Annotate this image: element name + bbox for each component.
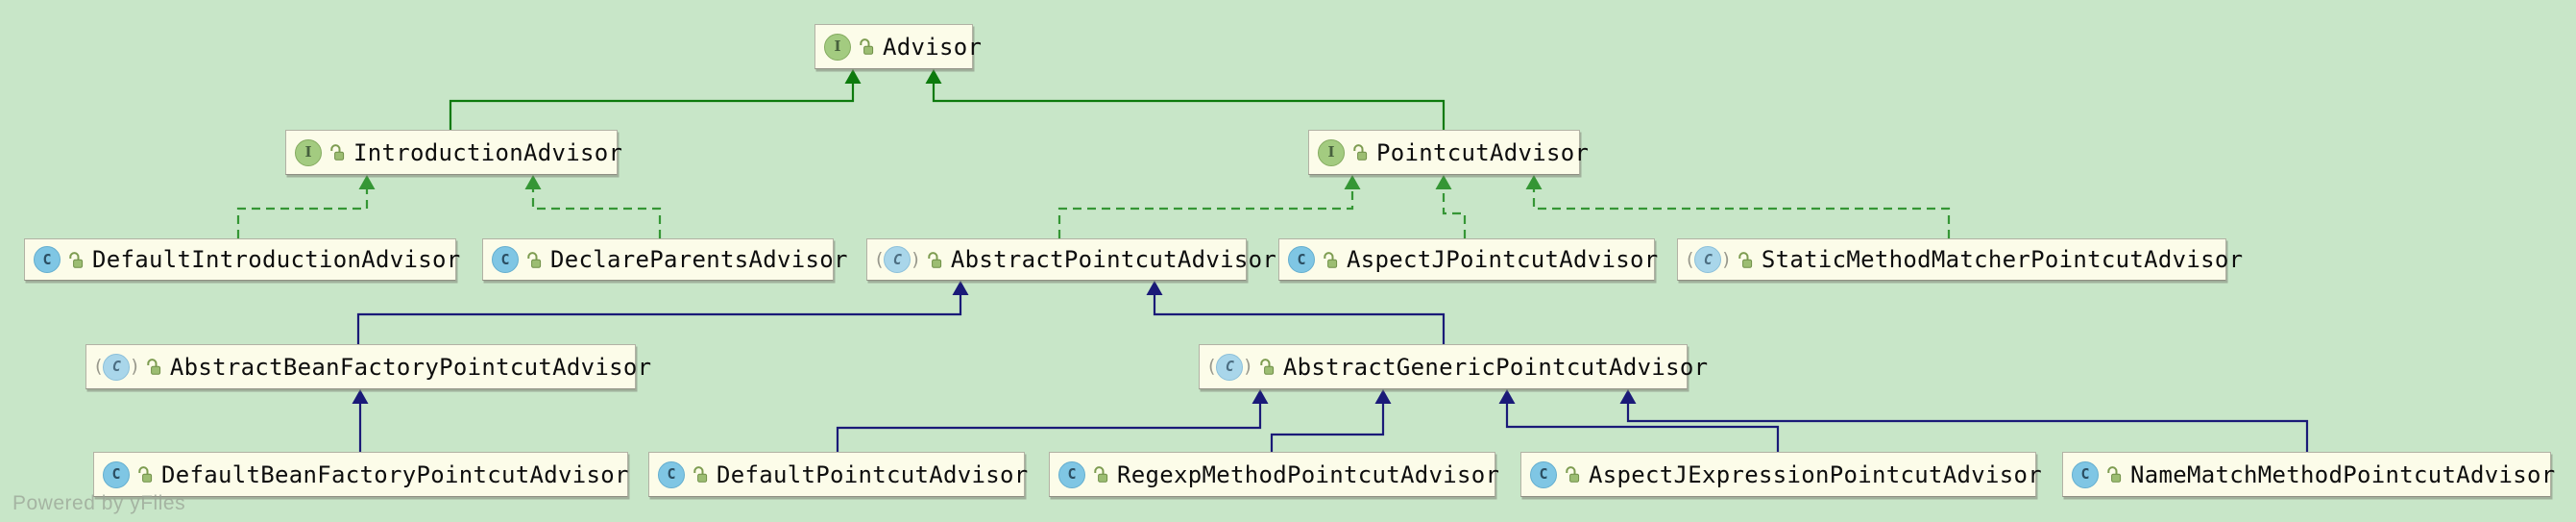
unlocked-icon xyxy=(147,359,160,375)
class-extends-edge xyxy=(1498,389,1780,452)
abstract-paren: ( xyxy=(1687,248,1694,270)
class-extends-edge xyxy=(1146,281,1446,344)
unlocked-icon xyxy=(693,466,708,483)
implements-edge xyxy=(1435,175,1467,238)
class-name-label: AspectJPointcutAdvisor xyxy=(1347,246,1659,273)
interface-icon: I xyxy=(1318,138,1345,166)
class-extends-edge xyxy=(356,281,969,344)
abstract-class-icon: C xyxy=(1216,353,1244,381)
class-icon: C xyxy=(2072,460,2099,488)
arrowhead-icon xyxy=(1252,389,1269,404)
class-name-label: AbstractGenericPointcutAdvisor xyxy=(1282,353,1709,381)
class-node-AbstractPointcutAdvisor[interactable]: (C) AbstractPointcutAdvisor xyxy=(866,238,1276,281)
class-name-label: RegexpMethodPointcutAdvisor xyxy=(1117,460,1500,488)
implements-edge xyxy=(1525,175,1951,238)
class-name-label: DeclareParentsAdvisor xyxy=(550,246,848,273)
unlocked-icon xyxy=(69,251,84,268)
arrowhead-icon xyxy=(1344,175,1361,189)
abstract-paren: ( xyxy=(1208,356,1216,377)
class-name-label: PointcutAdvisor xyxy=(1376,138,1590,166)
class-name-label: DefaultIntroductionAdvisor xyxy=(92,246,461,273)
class-extends-edge xyxy=(836,389,1269,452)
abstract-class-icon: C xyxy=(103,353,131,381)
class-node-AspectJExpressionPointcutAdvisor[interactable]: C AspectJExpressionPointcutAdvisor xyxy=(1520,452,2042,497)
class-name-label: DefaultPointcutAdvisor xyxy=(717,460,1029,488)
unlocked-icon xyxy=(1353,144,1368,161)
implements-edge xyxy=(524,175,662,238)
abstract-paren: ) xyxy=(1244,356,1252,377)
class-icon: C xyxy=(1288,246,1315,273)
unlocked-icon xyxy=(2107,466,2122,483)
unlocked-icon xyxy=(527,251,542,268)
abstract-paren: ) xyxy=(131,356,138,377)
class-name-label: DefaultBeanFactoryPointcutAdvisor xyxy=(161,460,629,488)
arrowhead-icon xyxy=(352,389,369,404)
class-icon: C xyxy=(1530,460,1557,488)
abstract-class-icon: C xyxy=(884,246,911,273)
arrowhead-icon xyxy=(1498,389,1516,404)
class-icon: C xyxy=(103,460,130,488)
class-icon: C xyxy=(492,246,519,273)
class-icon: C xyxy=(34,246,61,273)
arrowhead-icon xyxy=(844,69,862,84)
arrowhead-icon xyxy=(358,175,376,189)
class-extends-edge xyxy=(352,389,369,452)
class-name-label: AspectJExpressionPointcutAdvisor xyxy=(1589,460,2042,488)
class-node-AbstractBeanFactoryPointcutAdvisor[interactable]: (C) AbstractBeanFactoryPointcutAdvisor xyxy=(85,344,651,389)
arrowhead-icon xyxy=(952,281,969,295)
class-icon: C xyxy=(1058,460,1085,488)
class-extends-edge xyxy=(1619,389,2309,452)
class-node-DeclareParentsAdvisor[interactable]: C DeclareParentsAdvisor xyxy=(482,238,847,281)
arrowhead-icon xyxy=(1146,281,1163,295)
abstract-class-icon: C xyxy=(1694,246,1722,273)
class-node-DefaultPointcutAdvisor[interactable]: C DefaultPointcutAdvisor xyxy=(648,452,1029,497)
class-name-label: AbstractBeanFactoryPointcutAdvisor xyxy=(169,353,652,381)
unlocked-icon xyxy=(330,144,345,161)
unlocked-icon xyxy=(1260,359,1274,375)
arrowhead-icon xyxy=(1619,389,1637,404)
class-node-DefaultIntroductionAdvisor[interactable]: C DefaultIntroductionAdvisor xyxy=(24,238,460,281)
abstract-paren: ( xyxy=(95,356,103,377)
unlocked-icon xyxy=(928,251,941,268)
interface-icon: I xyxy=(295,138,322,166)
interface-node-IntroductionAdvisor[interactable]: I IntroductionAdvisor xyxy=(285,130,622,175)
class-extends-edge xyxy=(1270,389,1392,452)
class-name-label: NameMatchMethodPointcutAdvisor xyxy=(2130,460,2556,488)
class-name-label: StaticMethodMatcherPointcutAdvisor xyxy=(1761,246,2244,273)
interface-node-Advisor[interactable]: I Advisor xyxy=(814,24,982,69)
class-node-StaticMethodMatcherPointcutAdvisor[interactable]: (C) StaticMethodMatcherPointcutAdvisor xyxy=(1677,238,2243,281)
unlocked-icon xyxy=(1738,251,1752,268)
abstract-paren: ( xyxy=(876,248,884,270)
abstract-paren: ) xyxy=(1722,248,1730,270)
class-name-label: Advisor xyxy=(883,33,983,61)
interface-extends-edge xyxy=(925,69,1446,130)
class-node-AspectJPointcutAdvisor[interactable]: C AspectJPointcutAdvisor xyxy=(1278,238,1659,281)
class-node-NameMatchMethodPointcutAdvisor[interactable]: C NameMatchMethodPointcutAdvisor xyxy=(2062,452,2555,497)
arrowhead-icon xyxy=(1374,389,1392,404)
class-icon: C xyxy=(658,460,685,488)
class-node-DefaultBeanFactoryPointcutAdvisor[interactable]: C DefaultBeanFactoryPointcutAdvisor xyxy=(93,452,628,497)
unlocked-icon xyxy=(138,466,153,483)
class-name-label: IntroductionAdvisor xyxy=(353,138,623,166)
interface-node-PointcutAdvisor[interactable]: I PointcutAdvisor xyxy=(1308,130,1589,175)
yfiles-watermark: Powered by yFiles xyxy=(12,492,186,514)
arrowhead-icon xyxy=(1435,175,1452,189)
interface-icon: I xyxy=(824,33,851,61)
implements-edge xyxy=(1057,175,1361,238)
interface-extends-edge xyxy=(449,69,862,130)
arrowhead-icon xyxy=(925,69,942,84)
unlocked-icon xyxy=(1566,466,1580,483)
class-name-label: AbstractPointcutAdvisor xyxy=(950,246,1277,273)
arrowhead-icon xyxy=(1525,175,1543,189)
arrowhead-icon xyxy=(524,175,542,189)
implements-edge xyxy=(236,175,376,238)
unlocked-icon xyxy=(1324,251,1338,268)
abstract-paren: ) xyxy=(911,248,919,270)
unlocked-icon xyxy=(1094,466,1108,483)
class-node-RegexpMethodPointcutAdvisor[interactable]: C RegexpMethodPointcutAdvisor xyxy=(1049,452,1499,497)
unlocked-icon xyxy=(860,38,874,55)
class-node-AbstractGenericPointcutAdvisor[interactable]: (C) AbstractGenericPointcutAdvisor xyxy=(1199,344,1708,389)
